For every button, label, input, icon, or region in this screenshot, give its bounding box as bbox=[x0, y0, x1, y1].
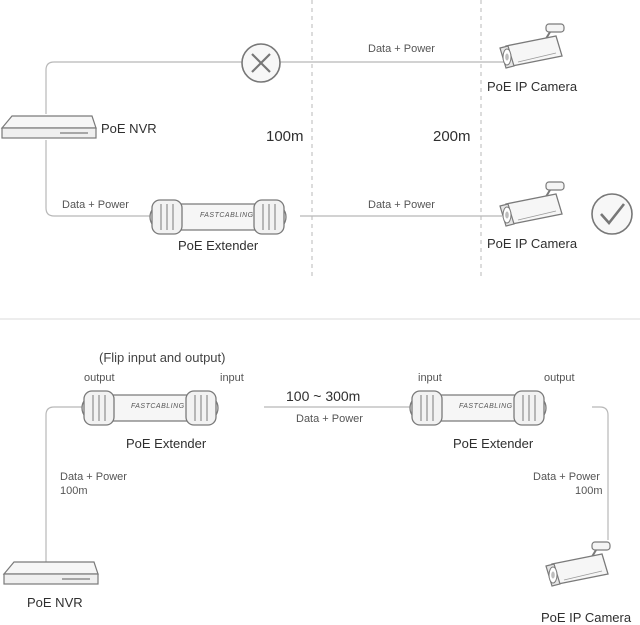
top-link-label: Data + Power bbox=[368, 43, 435, 55]
range-label: 100 ~ 300m bbox=[286, 388, 361, 404]
camera-bottom-device bbox=[499, 181, 565, 227]
cam-link-distance: 100m bbox=[575, 485, 603, 497]
bottom-nvr-device bbox=[3, 561, 99, 585]
extender-to-camera-line bbox=[592, 406, 609, 540]
nvr-extender-link-line bbox=[45, 140, 150, 217]
bottom-camera-label: PoE IP Camera bbox=[541, 610, 632, 625]
x-circle-icon bbox=[241, 43, 281, 83]
nvr-to-extender-line bbox=[45, 406, 82, 572]
right-ext-output-label: output bbox=[544, 372, 575, 384]
right-ext-input-label: input bbox=[418, 372, 442, 384]
extender-label: PoE Extender bbox=[178, 238, 259, 253]
camera-bottom-label: PoE IP Camera bbox=[487, 236, 578, 251]
failed-link-line bbox=[45, 61, 242, 114]
left-extender-brand-text: FASTCABLING bbox=[131, 403, 185, 410]
bottom-camera-device bbox=[545, 541, 611, 587]
left-ext-output-label: output bbox=[84, 372, 115, 384]
bottom-nvr-label: PoE NVR bbox=[27, 595, 83, 610]
cam-link-label: Data + Power bbox=[533, 471, 600, 483]
left-extender-label: PoE Extender bbox=[126, 436, 207, 451]
nvr-link-distance: 100m bbox=[60, 485, 88, 497]
nvr-label: PoE NVR bbox=[101, 121, 157, 136]
right-extender-brand-text: FASTCABLING bbox=[459, 403, 513, 410]
nvr-device bbox=[1, 115, 97, 139]
flip-note: (Flip input and output) bbox=[99, 350, 226, 365]
camera-top-device bbox=[499, 23, 565, 69]
right-extender-label: PoE Extender bbox=[453, 436, 534, 451]
left-link-label: Data + Power bbox=[62, 199, 129, 211]
camera-top-label: PoE IP Camera bbox=[487, 79, 578, 94]
extender-brand-text: FASTCABLING bbox=[200, 212, 254, 219]
distance-100m-label: 100m bbox=[266, 128, 304, 145]
range-sublabel: Data + Power bbox=[296, 413, 363, 425]
right-link-label: Data + Power bbox=[368, 199, 435, 211]
distance-200m-label: 200m bbox=[433, 128, 471, 145]
left-ext-input-label: input bbox=[220, 372, 244, 384]
check-circle-icon bbox=[591, 193, 633, 235]
nvr-link-label: Data + Power bbox=[60, 471, 127, 483]
